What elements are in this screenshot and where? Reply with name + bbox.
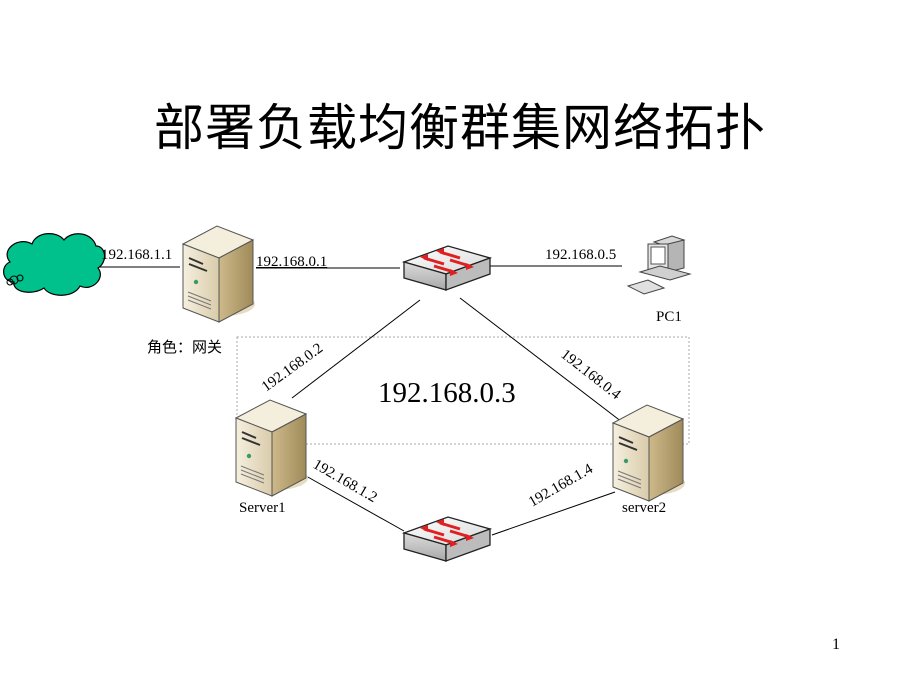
page-title: 部署负载均衡群集网络拓扑 <box>154 99 766 157</box>
cluster-boundary <box>236 336 690 445</box>
server2-icon <box>612 404 686 502</box>
cloud-icon <box>3 233 106 296</box>
ip-label-switch-pc1: 192.168.0.5 <box>545 247 616 263</box>
cluster-vip-label: 192.168.0.3 <box>378 377 516 409</box>
pc1-label: PC1 <box>656 309 682 325</box>
ip-label-gateway-switch: 192.168.0.1 <box>256 254 327 270</box>
server2-label: server2 <box>622 500 666 516</box>
link-server2-switch2 <box>491 491 616 536</box>
ip-label-server1-switch2: 192.168.1.2 <box>310 457 380 506</box>
bottom-switch-icon <box>402 515 492 563</box>
gateway-role-label: 角色：网关 <box>147 339 222 356</box>
ip-label-server2-switch2: 192.168.1.4 <box>526 461 596 511</box>
server1-label: Server1 <box>239 500 286 516</box>
ip-label-internet-gateway: 192.168.1.1 <box>101 247 172 263</box>
ip-label-switch-server1: 192.168.0.2 <box>259 340 326 395</box>
desktop-pc-icon <box>626 235 692 295</box>
ip-label-switch-server2: 192.168.0.4 <box>558 347 624 404</box>
link-switch-server2 <box>459 297 623 423</box>
server1-icon <box>235 399 309 497</box>
page-number: 1 <box>832 636 840 653</box>
top-switch-icon <box>402 244 492 292</box>
link-server1-switch2 <box>305 475 405 532</box>
link-switch-server1 <box>291 299 421 399</box>
gateway-server-icon <box>182 225 256 323</box>
